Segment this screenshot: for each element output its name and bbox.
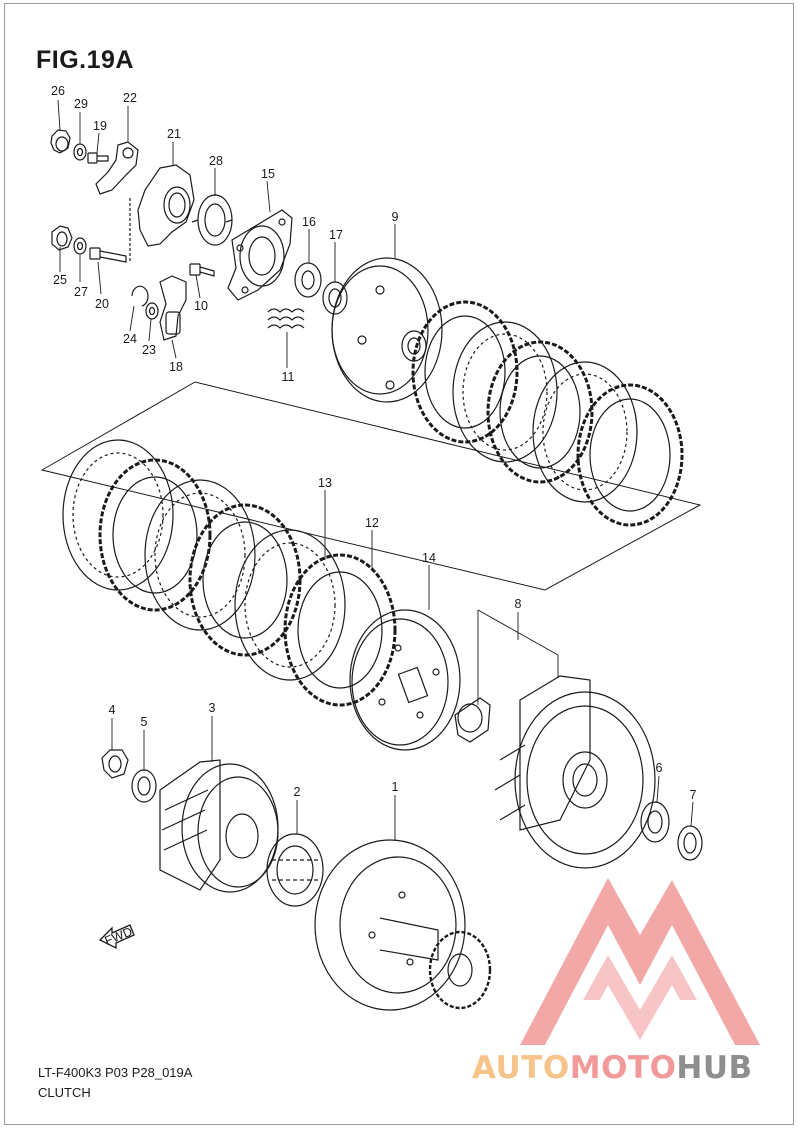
part-19-bolt [87,152,109,164]
page-frame [4,3,794,1125]
part-28-bearing [191,194,233,246]
callout-3: 3 [209,701,216,715]
callout-26: 26 [51,84,65,98]
middle-plate-stack [62,439,397,707]
callout-9: 9 [392,210,399,224]
part-10-bolt [189,263,215,277]
part-4-nut [101,749,129,779]
part-15-lifter-plate [227,209,293,301]
callout-16: 16 [302,215,316,229]
part-24-circlip [131,285,149,307]
part-22-release-lever [95,141,139,262]
callout-17: 17 [329,228,343,242]
callout-20: 20 [95,297,109,311]
callout-5: 5 [141,715,148,729]
callout-13: 13 [318,476,332,490]
callout-1: 1 [392,780,399,794]
callout-29: 29 [74,97,88,111]
part-27-washer [73,237,87,255]
watermark-text-moto: MOTO [569,1050,677,1086]
callout-23: 23 [142,343,156,357]
callout-8: 8 [515,597,522,611]
part-18-lever-shaft [159,275,187,341]
part-14-clutch-plate [349,609,461,751]
callout-2: 2 [294,785,301,799]
part-5-washer [131,769,157,803]
callout-6: 6 [656,761,663,775]
callout-19: 19 [93,119,107,133]
callout-10: 10 [194,299,208,313]
watermark-logo [520,878,760,1045]
section-name: CLUTCH [38,1085,91,1100]
part-29-washer [73,143,87,161]
part-26-nut [50,129,71,154]
callout-28: 28 [209,154,223,168]
part-3-clutch-hub [159,759,279,893]
callout-numbers: 26 29 19 22 21 28 15 16 17 9 25 27 20 24… [51,84,696,948]
callout-25: 25 [53,273,67,287]
callout-7: 7 [690,788,697,802]
part-25-nut [51,225,73,251]
callout-12: 12 [365,516,379,530]
callout-24: 24 [123,332,137,346]
watermark-text-auto: AUTO [472,1050,570,1086]
figure-title: FIG.19A [36,46,134,74]
part-2-one-way-clutch [266,833,324,907]
callout-4: 4 [109,703,116,717]
callout-15: 15 [261,167,275,181]
part-20-bolt [89,247,127,263]
part-16-nut [294,262,322,298]
watermark-text: AUTOMOTOHUB [472,1050,753,1086]
watermark-text-hub: HUB [676,1050,753,1086]
fwd-label: FWD [103,924,135,948]
part-7-washer [677,825,703,861]
part-8-clutch-housing [454,675,656,869]
callout-leaders [57,99,694,840]
callout-18: 18 [169,360,183,374]
model-code: LT-F400K3 P03 P28_019A [38,1065,193,1080]
plate-set-bracket [40,381,702,591]
part-1-clutch-drum [314,839,492,1011]
callout-27: 27 [74,285,88,299]
upper-plate-stack [411,300,684,527]
part-11-springs [267,308,305,329]
callout-21: 21 [167,127,181,141]
part-6-washer [640,801,670,843]
fwd-direction-arrow [98,924,135,950]
callout-22: 22 [123,91,137,105]
callout-14: 14 [422,551,436,565]
part-21-bracket [137,164,195,247]
part-23-washer [145,302,159,320]
callout-11: 11 [282,370,295,384]
